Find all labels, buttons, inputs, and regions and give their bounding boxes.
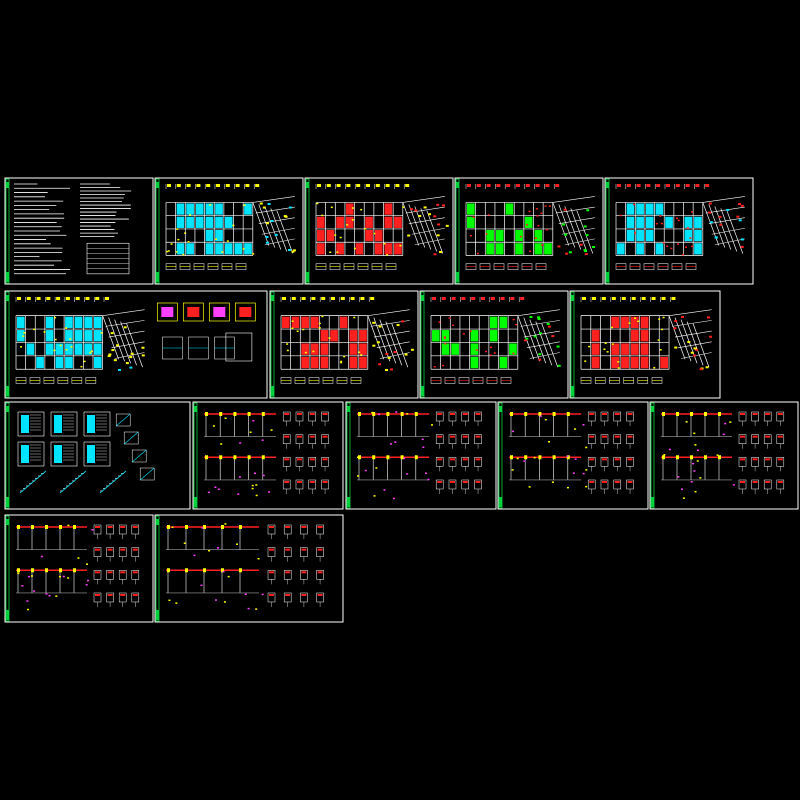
section-sheet-b[interactable]: [345, 401, 497, 510]
design-notes-sheet[interactable]: [4, 177, 154, 285]
title-strip: [420, 291, 425, 398]
foundation-detail-sheet[interactable]: [4, 290, 268, 399]
foundation-plan-sheet[interactable]: [154, 177, 304, 285]
stair-detail-sheet[interactable]: [4, 401, 191, 510]
floor-plan-sheet-a[interactable]: [304, 177, 454, 285]
section-sheet-a[interactable]: [192, 401, 344, 510]
title-strip: [305, 178, 310, 284]
title-strip: [455, 178, 460, 284]
title-strip: [498, 402, 503, 509]
floor-plan-sheet-b[interactable]: [454, 177, 604, 285]
section-sheet-d[interactable]: [649, 401, 799, 510]
title-strip: [605, 178, 610, 284]
title-strip: [155, 178, 160, 284]
title-strip: [650, 402, 655, 509]
sheet-frame: [497, 401, 649, 510]
title-strip: [5, 178, 10, 284]
title-strip: [5, 402, 10, 509]
drawing-sheets: [4, 177, 799, 623]
sheet-frame: [192, 401, 344, 510]
beam-plan-sheet-b[interactable]: [419, 290, 569, 399]
sheet-frame: [345, 401, 497, 510]
section-sheet-c[interactable]: [497, 401, 649, 510]
beam-plan-sheet-a[interactable]: [269, 290, 419, 399]
sheet-frame: [649, 401, 799, 510]
title-strip: [193, 402, 198, 509]
title-strip: [346, 402, 351, 509]
sheet-frame: [4, 514, 154, 623]
title-strip: [5, 291, 10, 398]
floor-plan-sheet-c[interactable]: [604, 177, 754, 285]
sheet-frame: [4, 290, 268, 399]
title-strip: [270, 291, 275, 398]
section-sheet-e[interactable]: [4, 514, 154, 623]
title-strip: [5, 515, 10, 622]
section-sheet-f[interactable]: [154, 514, 344, 623]
sheet-frame: [154, 514, 344, 623]
beam-plan-sheet-c[interactable]: [569, 290, 721, 399]
title-strip: [570, 291, 575, 398]
sheet-frame: [4, 401, 191, 510]
title-strip: [155, 515, 160, 622]
